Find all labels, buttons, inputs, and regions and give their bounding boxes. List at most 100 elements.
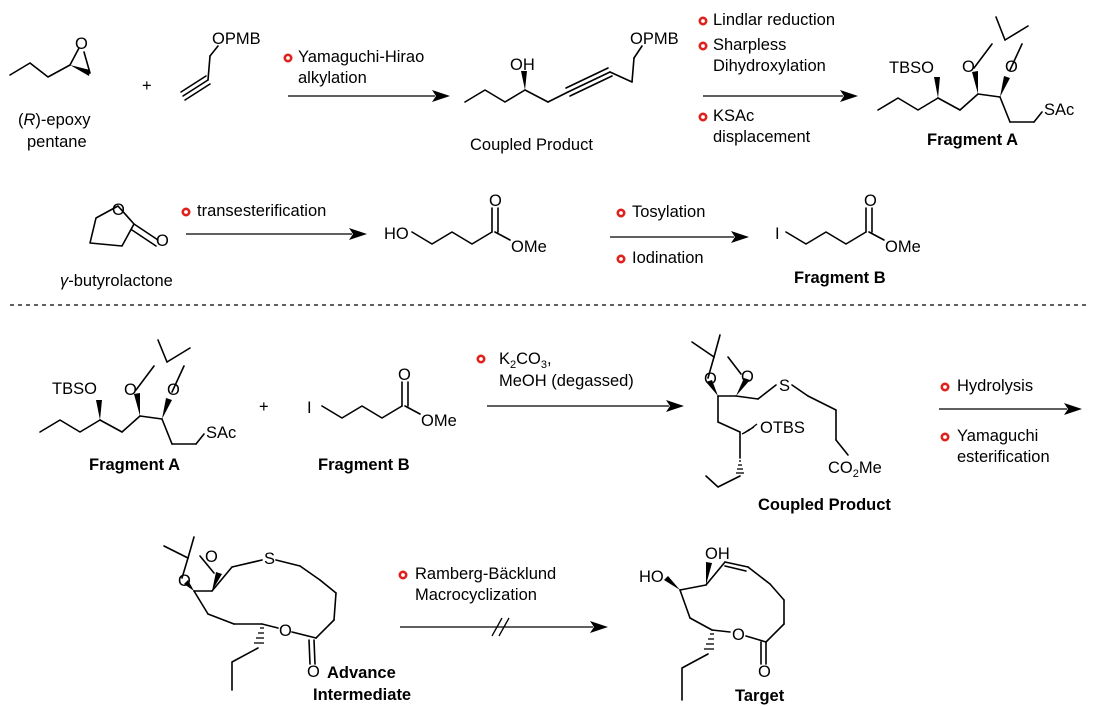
ester-ome-label: OMe (511, 238, 547, 256)
epoxide-oxygen-label: O (75, 35, 88, 53)
coupled-product-1-structure: OH OPMB (464, 30, 679, 103)
advance-intermediate-label-line2: Intermediate (313, 686, 411, 704)
fragB-carbonyl-oxygen-row2: O (864, 192, 877, 210)
hashed-bond-target-propyl (704, 633, 714, 650)
coupled2-otbs: OTBS (760, 419, 805, 437)
sac-label-fragA-3: SAc (206, 424, 236, 442)
step5-line1: K2CO3, (499, 350, 552, 371)
fragment-b-label-row3: Fragment B (318, 456, 410, 474)
fragA-O2-row3: O (167, 381, 180, 399)
opmb-label-coupled-1: OPMB (630, 30, 679, 48)
lactone-ring-oxygen: O (112, 201, 125, 219)
broken-arrow-slash-2 (498, 617, 510, 637)
coupled-product-2-label: Coupled Product (758, 496, 891, 514)
target-oh-label: OH (705, 545, 730, 563)
hashed-bond-adv-propyl (254, 627, 264, 644)
bullet-step4b (616, 254, 626, 264)
reaction-arrow-1 (288, 90, 450, 102)
coupled2-O1: O (704, 370, 717, 388)
step1-line2: alkylation (298, 69, 367, 87)
reaction-arrow-2 (703, 90, 858, 102)
step4-b: Iodination (632, 249, 704, 267)
methyl-hydroxybutanoate-structure: HO O OMe (384, 192, 547, 256)
advance-intermediate-structure: O O S O O (163, 536, 337, 691)
coupled-product-1-label: Coupled Product (470, 136, 593, 154)
plus-sign-row1: + (142, 77, 152, 95)
fragB-ome-row3: OMe (421, 412, 457, 430)
reaction-arrow-3 (186, 228, 367, 240)
step5-line2: MeOH (degassed) (499, 372, 634, 390)
fragB-ome-row2: OMe (885, 238, 921, 256)
coupled2-co2me: CO2Me (828, 459, 882, 480)
hashed-bond-propyl (736, 460, 744, 474)
coupled-product-2-structure: O O S OTBS CO2Me (691, 334, 882, 488)
target-ho-label: HO (639, 568, 664, 586)
fragB-iodine-row2: I (775, 225, 780, 243)
ester-ho-label: HO (384, 225, 409, 243)
step1-line1: Yamaguchi-Hirao (298, 48, 424, 66)
fragment-a-structure-row3: TBSO O O SAc (39, 339, 236, 445)
butyrolactone-structure: O O (89, 201, 169, 250)
step2-a: Lindlar reduction (713, 11, 835, 29)
fragment-b-label-row2: Fragment B (794, 269, 886, 287)
step2-b-line2: Dihydroxylation (713, 57, 826, 75)
bullet-step5 (476, 354, 486, 364)
fragment-a-structure-row1: TBSO O O SAc (877, 16, 1074, 123)
step7-line2: Macrocyclization (415, 586, 537, 604)
reaction-arrow-7-failed (400, 617, 608, 637)
fragA-O1-row1: O (962, 58, 975, 76)
bullet-step4a (616, 208, 626, 218)
propargyl-pmb-ether-structure: OPMB (180, 30, 261, 101)
bullet-step3 (181, 207, 191, 217)
hashed-bond-otbs (741, 423, 758, 435)
target-ester-oxygen: O (732, 626, 745, 644)
butyrolactone-label: γ-butyrolactone (60, 272, 173, 290)
step2-c-line2: displacement (713, 128, 811, 146)
bullet-step6a (940, 382, 950, 392)
lactone-carbonyl-oxygen: O (156, 232, 169, 250)
broken-arrow-slash-1 (491, 617, 503, 637)
fragB-carbonyl-oxygen-row3: O (398, 366, 411, 384)
fragA-O2-row1: O (1005, 58, 1018, 76)
fragment-b-structure-row3: I O OMe (307, 366, 457, 430)
ester-carbonyl-oxygen: O (489, 192, 502, 210)
epoxypentane-label-line1: (R)-epoxy (18, 111, 91, 129)
fragment-b-structure-row2: I O OMe (775, 192, 921, 256)
epoxypentane-structure: O (9, 35, 91, 78)
tbso-label-fragA-3: TBSO (52, 380, 97, 398)
step6-b-line1: Yamaguchi (957, 427, 1038, 445)
target-carbonyl-oxygen: O (758, 663, 771, 681)
bullet-step6b (940, 432, 950, 442)
fragB-iodine-row3: I (307, 399, 312, 417)
advance-intermediate-label-line1: Advance (327, 664, 396, 682)
step4-a: Tosylation (632, 203, 705, 221)
step2-b-line1: Sharpless (713, 36, 786, 54)
bullet-step2a (698, 16, 708, 26)
fragA-O1-row3: O (124, 381, 137, 399)
sac-label-fragA-1: SAc (1044, 101, 1074, 119)
adv-carbonyl-oxygen: O (307, 663, 320, 681)
reaction-arrow-5 (487, 400, 684, 412)
step2-c-line1: KSAc (713, 107, 754, 125)
bullet-step7 (398, 570, 408, 580)
step3-label: transesterification (197, 202, 326, 220)
tbso-label-fragA-1: TBSO (889, 59, 934, 77)
fragment-a-label-row3: Fragment A (89, 456, 180, 474)
bullet-step2b (698, 41, 708, 51)
coupled2-O2: O (741, 368, 754, 386)
step6-b-line2: esterification (957, 448, 1050, 466)
fragment-a-label-row1: Fragment A (927, 131, 1018, 149)
step7-line1: Ramberg-Bäcklund (415, 565, 556, 583)
adv-O1: O (178, 572, 191, 590)
adv-O2: O (205, 548, 218, 566)
bullet-step1 (283, 53, 293, 63)
target-label: Target (735, 687, 785, 705)
opmb-label-alkyne: OPMB (212, 30, 261, 48)
target-structure: OH HO O O (639, 545, 785, 701)
coupled2-sulfur: S (779, 377, 790, 395)
reaction-arrow-4 (610, 231, 749, 243)
adv-sulfur: S (264, 550, 275, 568)
plus-sign-row3: + (259, 398, 269, 416)
